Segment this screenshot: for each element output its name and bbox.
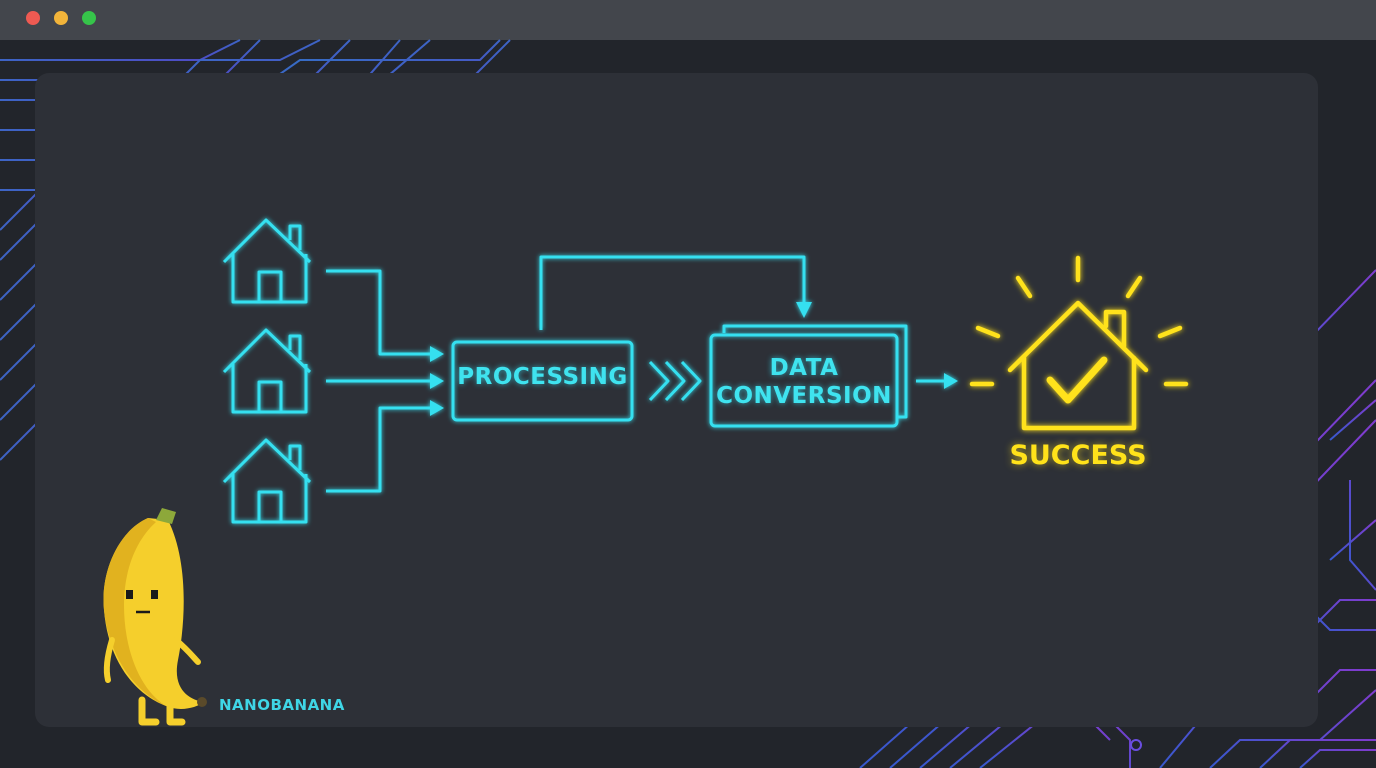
close-window-button[interactable] <box>26 11 40 25</box>
content-panel <box>35 73 1318 727</box>
house-check-icon <box>969 255 1189 431</box>
conversion-label-line2: CONVERSION <box>716 383 892 409</box>
brand-label: NANOBANANA <box>219 696 345 714</box>
input-connector <box>326 269 432 493</box>
feedback-connector <box>539 255 806 330</box>
success-label: SUCCESS <box>1009 440 1147 471</box>
house-icon <box>222 438 312 524</box>
maximize-window-button[interactable] <box>82 11 96 25</box>
window-titlebar <box>0 0 1376 40</box>
house-icon <box>222 218 312 304</box>
house-icon <box>222 328 312 414</box>
conversion-box-back <box>722 324 908 419</box>
processing-box <box>451 340 634 422</box>
double-chevron-icon <box>648 360 702 402</box>
processing-label: PROCESSING <box>457 364 628 390</box>
minimize-window-button[interactable] <box>54 11 68 25</box>
banana-mascot-icon <box>103 508 207 726</box>
conversion-label-line1: DATA <box>769 355 839 381</box>
conversion-box <box>709 333 899 428</box>
